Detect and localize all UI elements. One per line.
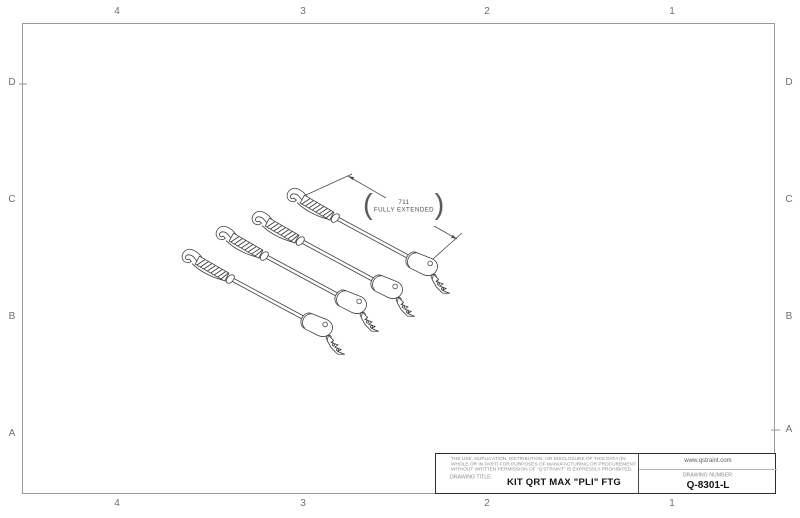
drawing-border [22,23,775,494]
title-block-horizontal-divider [639,469,777,470]
legal-line-3: WITHOUT WRITTEN PERMISSION OF "Q'STRAINT… [451,466,633,472]
title-block-vertical-divider [638,454,639,493]
dimension-arrow-end [451,234,457,239]
drawing-title: KIT QRT MAX "PLI" FTG [506,477,621,488]
zone-row-left-c: C [8,194,16,205]
zone-row-left-b: B [8,311,16,322]
strap-assembly-4 [175,244,356,358]
zone-col-top-2: 2 [484,6,490,17]
legal-line-1: THE USE, DUPLICATION, DISTRIBUTION, OR D… [451,456,626,462]
dimension-text: 711 FULLY EXTENDED [373,192,435,219]
zone-row-right-c: C [785,194,793,205]
dimension-arrow-start [348,176,355,181]
dimension-callout: ( 711 FULLY EXTENDED ) [363,189,445,221]
zone-col-top-4: 4 [114,6,120,17]
title-block: THE USE, DUPLICATION, DISTRIBUTION, OR D… [435,453,777,494]
dimension-lines [305,173,463,260]
dimension-value: 711 [398,198,410,206]
zone-col-bottom-1: 1 [669,498,675,509]
zone-col-bottom-2: 2 [484,498,490,509]
legal-notice: THE USE, DUPLICATION, DISTRIBUTION, OR D… [451,456,636,472]
zone-col-bottom-4: 4 [114,498,120,509]
dimension-note: FULLY EXTENDED [373,205,434,213]
zone-col-top-1: 1 [669,6,675,17]
zone-row-right-d: D [785,77,793,88]
zone-row-left-a: A [8,428,16,439]
dimension-paren-left: ( [363,189,373,221]
zone-row-right-b: B [785,311,793,322]
zone-col-bottom-3: 3 [300,498,306,509]
dimension-paren-right: ) [434,189,445,221]
zone-col-top-3: 3 [300,6,306,17]
website-text: www.qstraint.com [684,457,732,464]
legal-line-2: WHOLE OR IN PART) FOR PURPOSES OF MANUFA… [451,461,636,467]
zone-row-right-a: A [785,424,793,435]
drawing-number: Q-8301-L [686,480,730,491]
zone-row-left-d: D [8,77,16,88]
drawing-number-label: DRAWING NUMBER: [682,472,734,479]
drawing-title-label: DRAWING TITLE: [450,474,493,481]
